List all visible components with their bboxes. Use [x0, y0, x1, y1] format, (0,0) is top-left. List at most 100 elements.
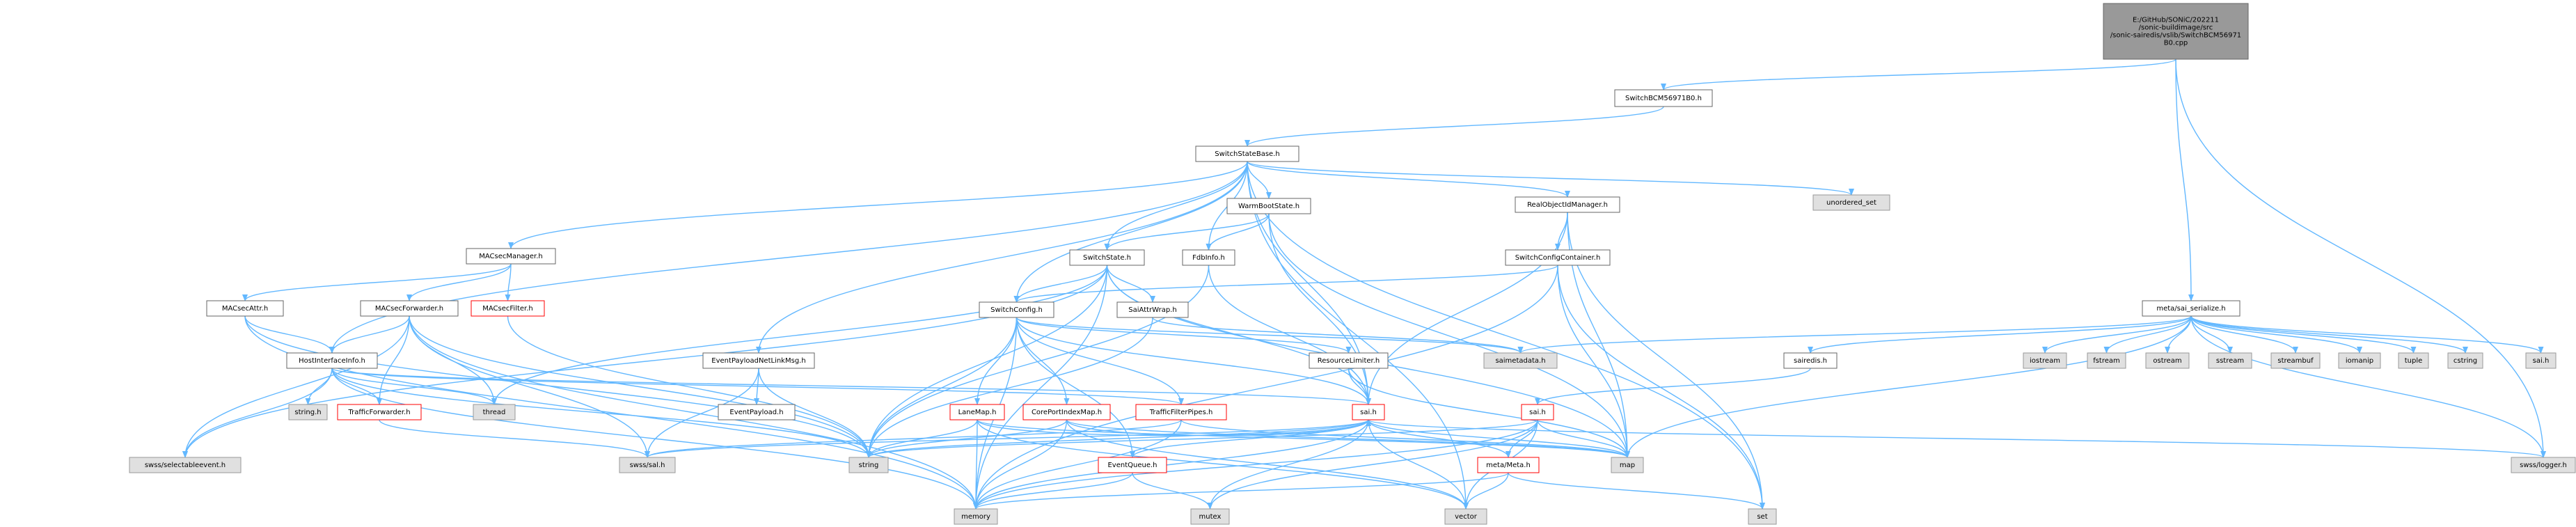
node-evpayloadmsg[interactable]: EventPayloadNetLinkMsg.h — [702, 352, 815, 369]
node-label: MACsecForwarder.h — [375, 305, 443, 313]
node-evpayload[interactable]: EventPayload.h — [718, 404, 796, 420]
edge-warmboot-to-sai_red — [1268, 213, 1371, 405]
node-thread[interactable]: thread — [473, 404, 516, 420]
edge-sai_red-to-metameta — [1368, 419, 1511, 458]
node-sairedis[interactable]: sairedis.h — [1783, 352, 1838, 369]
node-box — [2525, 352, 2557, 369]
node-metaser[interactable]: meta/sai_serialize.h — [2142, 300, 2241, 317]
node-box — [2270, 352, 2321, 369]
node-label: swss/selectableevent.h — [145, 462, 226, 469]
node-macsecattr[interactable]: MACsecAttr.h — [206, 300, 284, 317]
graph-edges — [182, 58, 2546, 510]
edge-metaser-to-saih_top — [2190, 315, 2544, 354]
node-mutex[interactable]: mutex — [1190, 508, 1230, 525]
node-macsecfilter[interactable]: MACsecFilter.h — [471, 300, 545, 317]
node-ostream[interactable]: ostream — [2145, 352, 2190, 369]
node-selectable[interactable]: swss/selectableevent.h — [129, 457, 242, 473]
node-macsecfwd[interactable]: MACsecForwarder.h — [360, 300, 459, 317]
node-label: iostream — [2030, 357, 2060, 365]
node-box — [2447, 352, 2483, 369]
node-iostream[interactable]: iostream — [2023, 352, 2067, 369]
node-map[interactable]: map — [1611, 457, 1644, 473]
edge-statebase-to-macsecmgr — [508, 161, 1248, 249]
node-streambuf[interactable]: streambuf — [2270, 352, 2321, 369]
node-configcontainer[interactable]: SwitchConfigContainer.h — [1505, 249, 1611, 266]
node-swsssal[interactable]: swss/sal.h — [619, 457, 676, 473]
node-statebase[interactable]: SwitchStateBase.h — [1195, 145, 1299, 162]
node-box — [1195, 145, 1299, 162]
node-string[interactable]: string — [848, 457, 889, 473]
edge-switchstate-to-memory — [973, 265, 1108, 510]
node-swsslogger[interactable]: swss/logger.h — [2511, 457, 2576, 473]
edge-macsecfwd-to-trafficfwd — [377, 315, 410, 405]
node-tuple[interactable]: tuple — [2398, 352, 2429, 369]
edge-statebase-to-switchstate — [1104, 161, 1248, 251]
node-root[interactable]: E:/GitHub/SONiC/202211/sonic-buildimage/… — [2103, 3, 2249, 60]
edge-macsecfwd-to-selectable — [182, 315, 410, 458]
node-box — [2142, 300, 2241, 317]
node-warmboot[interactable]: WarmBootState.h — [1226, 198, 1311, 214]
node-box — [1309, 352, 1389, 369]
node-trafficfilter[interactable]: TrafficFilterPipes.h — [1135, 404, 1227, 420]
node-macsecmgr[interactable]: MACsecManager.h — [466, 248, 556, 265]
node-box — [954, 508, 998, 525]
node-lanemap[interactable]: LaneMap.h — [949, 404, 1005, 420]
node-hostif[interactable]: HostInterfaceInfo.h — [286, 352, 378, 369]
node-switchstate[interactable]: SwitchState.h — [1069, 249, 1145, 266]
node-sai_red[interactable]: sai.h — [1352, 404, 1385, 420]
edge-switchstate-to-thread — [491, 265, 1108, 405]
node-label: swss/sal.h — [630, 462, 665, 469]
node-saih_top[interactable]: sai.h — [2525, 352, 2557, 369]
node-fdbinfo[interactable]: FdbInfo.h — [1182, 249, 1235, 266]
edge-switchbcm-to-statebase — [1244, 106, 1664, 147]
node-label: MACsecAttr.h — [222, 305, 268, 313]
edge-macsecmgr-to-macsecattr — [242, 263, 512, 301]
node-iomanip[interactable]: iomanip — [2338, 352, 2381, 369]
node-vector[interactable]: vector — [1444, 508, 1487, 525]
node-unordered_set[interactable]: unordered_set — [1812, 194, 1890, 211]
node-saimetadata[interactable]: saimetadata.h — [1483, 352, 1558, 369]
node-label: E:/GitHub/SONiC/202211 — [2133, 17, 2219, 24]
node-label: map — [1620, 462, 1635, 469]
node-box — [2338, 352, 2381, 369]
node-label: WarmBootState.h — [1238, 203, 1299, 210]
node-label: tuple — [2405, 357, 2423, 365]
node-label: cstring — [2453, 357, 2477, 365]
edge-warmboot-to-map — [1268, 213, 1630, 458]
node-switchbcm[interactable]: SwitchBCM56971B0.h — [1614, 89, 1713, 107]
edge-metaser-to-iomanip — [2190, 315, 2362, 354]
node-memory[interactable]: memory — [954, 508, 998, 525]
node-resourcelimiter[interactable]: ResourceLimiter.h — [1309, 352, 1389, 369]
node-metameta[interactable]: meta/Meta.h — [1477, 457, 1540, 473]
node-box — [471, 300, 545, 317]
node-label: /sonic-sairedis/vslib/SwitchBCM56971 — [2110, 32, 2241, 40]
node-label: SwitchConfigContainer.h — [1515, 254, 1601, 262]
node-box — [1477, 457, 1540, 473]
edge-lanemap-to-sai_red — [977, 419, 1371, 436]
node-set[interactable]: set — [1748, 508, 1777, 525]
edge-hostif-to-stringh — [305, 368, 333, 405]
node-switchconfig[interactable]: SwitchConfig.h — [979, 301, 1054, 318]
edge-hostif-to-string — [331, 368, 871, 458]
edge-macsecfwd-to-memory — [409, 315, 979, 510]
node-box — [2145, 352, 2190, 369]
node-cstring[interactable]: cstring — [2447, 352, 2483, 369]
node-sai_red2[interactable]: sai.h — [1521, 404, 1554, 420]
node-trafficfwd[interactable]: TrafficForwarder.h — [337, 404, 422, 420]
node-eventqueue[interactable]: EventQueue.h — [1098, 457, 1167, 473]
node-realoid[interactable]: RealObjectIdManager.h — [1515, 196, 1620, 213]
node-coreport[interactable]: CorePortIndexMap.h — [1022, 404, 1111, 420]
edge-configcontainer-to-switchconfig — [1013, 265, 1558, 303]
node-sstream[interactable]: sstream — [2208, 352, 2252, 369]
node-box — [1190, 508, 1230, 525]
node-label: MACsecManager.h — [479, 253, 543, 260]
node-saiattrwrap[interactable]: SaiAttrWrap.h — [1116, 301, 1189, 318]
node-stringh[interactable]: string.h — [288, 404, 328, 420]
node-box — [702, 352, 815, 369]
node-label: CorePortIndexMap.h — [1032, 409, 1102, 416]
edge-metaser-to-sstream — [2190, 315, 2233, 354]
edge-macsecattr-to-string — [244, 315, 871, 458]
node-fstream[interactable]: fstream — [2087, 352, 2126, 369]
edge-macsecfwd-to-hostif — [329, 315, 410, 354]
edge-trafficfwd-to-swsssal — [379, 419, 650, 458]
